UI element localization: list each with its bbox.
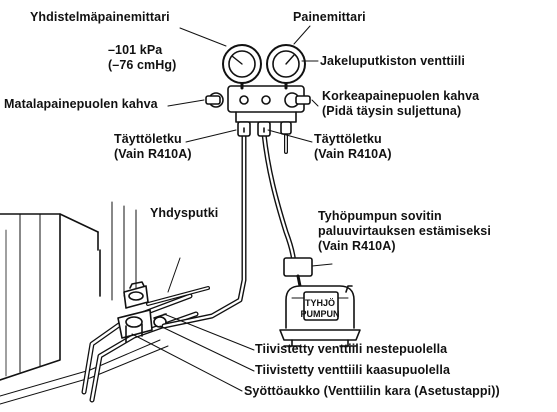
compound-gauge-drawing <box>222 44 262 90</box>
manifold-hoses <box>161 131 297 329</box>
pump-adapter-label: Tyhöpumpun sovitin paluuvirtauksen estäm… <box>318 209 491 254</box>
pump-adapter-line2: paluuvirtauksen estämiseksi <box>318 224 491 238</box>
pump-adapter-line1: Tyhöpumpun sovitin <box>318 209 442 223</box>
service-port-label: Syöttöaukko (Venttiilin kara (Asetustapp… <box>244 384 500 398</box>
connecting-pipe-label: Yhdysputki <box>150 206 219 220</box>
pressure-gauge-drawing <box>266 44 306 90</box>
charge-hose-left-label: Täyttöletku (Vain R410A) <box>114 132 192 162</box>
vacuum-pump-label-line1: TYHJÖ <box>305 298 335 308</box>
manifold-valve-label: Jakeluputkiston venttiili <box>320 54 465 68</box>
leader-lines <box>131 25 333 392</box>
vacuum-reading-label: –101 kPa (–76 cmHg) <box>108 43 176 73</box>
vacuum-pump-drawing <box>279 285 361 347</box>
charge-hose-right-line2: (Vain R410A) <box>314 147 392 161</box>
vacuum-reading-line2: (–76 cmHg) <box>108 58 177 72</box>
vacuum-pump-label-line2: PUMPUN <box>300 309 339 319</box>
high-side-handle-label: Korkeapainepuolen kahva (Pidä täysin sul… <box>322 89 479 119</box>
compound-gauge-label: Yhdistelmäpainemittari <box>30 10 170 24</box>
charge-hose-right-label: Täyttöletku (Vain R410A) <box>314 132 392 162</box>
low-side-handle-label: Matalapainepuolen kahva <box>4 97 158 111</box>
pump-adapter-drawing <box>283 257 313 288</box>
gas-valve-label: Tiivistetty venttiili kaasupuolella <box>255 363 450 377</box>
service-valves-drawing <box>117 281 167 343</box>
pump-adapter-line3: (Vain R410A) <box>318 239 396 253</box>
outdoor-unit-outline <box>0 201 169 405</box>
high-side-handle-line2: (Pidä täysin suljettuna) <box>322 104 462 118</box>
charge-hose-left-line1: Täyttöletku <box>114 132 182 146</box>
pressure-gauge-label: Painemittari <box>293 10 366 24</box>
manifold-body <box>205 85 311 137</box>
vacuum-reading-line1: –101 kPa <box>108 43 163 57</box>
liquid-valve-label: Tiivistetty venttiili nestepuolella <box>255 342 448 356</box>
charge-hose-right-line1: Täyttöletku <box>314 132 382 146</box>
high-side-handle-line1: Korkeapainepuolen kahva <box>322 89 480 103</box>
charge-hose-left-line2: (Vain R410A) <box>114 147 192 161</box>
